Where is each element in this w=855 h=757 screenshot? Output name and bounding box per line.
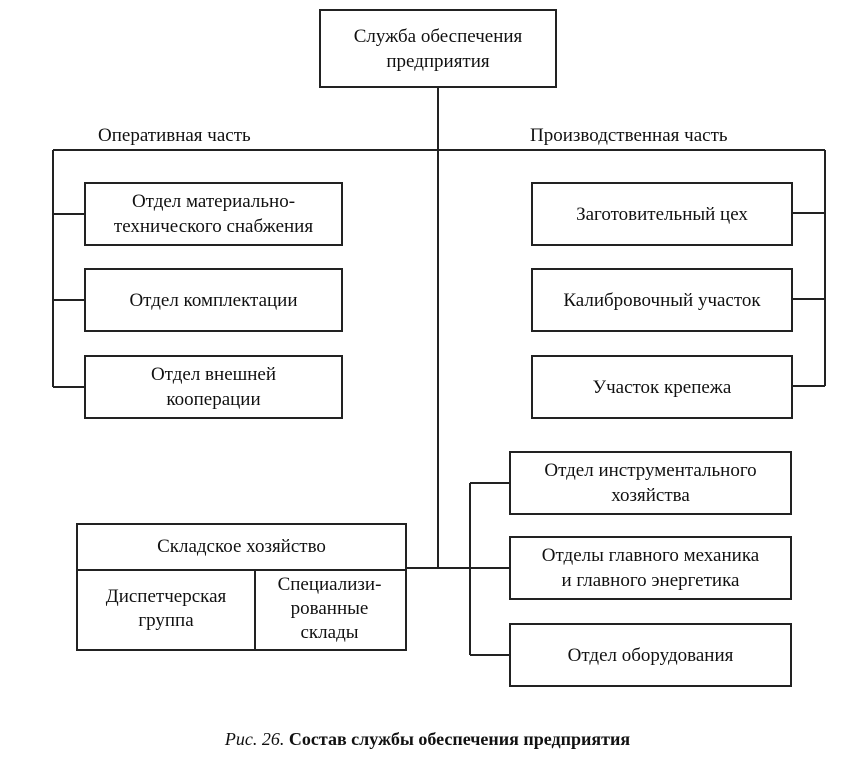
left-item-3: Отдел внешней кооперации bbox=[84, 355, 343, 419]
root-box: Служба обеспечения предприятия bbox=[319, 9, 557, 88]
lower-right-item-3: Отдел оборудования bbox=[509, 623, 792, 687]
figure-number: Рис. 26. bbox=[224, 729, 285, 749]
specialized-warehouses-cell: Специализи- рованные склады bbox=[277, 574, 382, 643]
right-item-2: Калибровочный участок bbox=[531, 268, 793, 332]
lower-right-item-1: Отдел инструментального хозяйства bbox=[509, 451, 792, 515]
left-item-1: Отдел материально- технического снабжени… bbox=[84, 182, 343, 246]
right-item-1: Заготовительный цех bbox=[531, 182, 793, 246]
storage-box: Складское хозяйство Диспетчерская группа… bbox=[76, 523, 407, 651]
left-branch-title: Оперативная часть bbox=[98, 125, 251, 146]
left-item-2: Отдел комплектации bbox=[84, 268, 343, 332]
right-item-3: Участок крепежа bbox=[531, 355, 793, 419]
storage-title: Складское хозяйство bbox=[78, 525, 405, 571]
figure-title: Состав службы обеспечения предприятия bbox=[288, 729, 631, 749]
right-branch-title: Производственная часть bbox=[530, 125, 728, 146]
lower-right-item-2: Отделы главного механика и главного энер… bbox=[509, 536, 792, 600]
figure-caption: Рис. 26. Состав службы обеспечения предп… bbox=[0, 729, 855, 750]
dispatch-group-cell: Диспетчерская группа bbox=[78, 569, 256, 649]
